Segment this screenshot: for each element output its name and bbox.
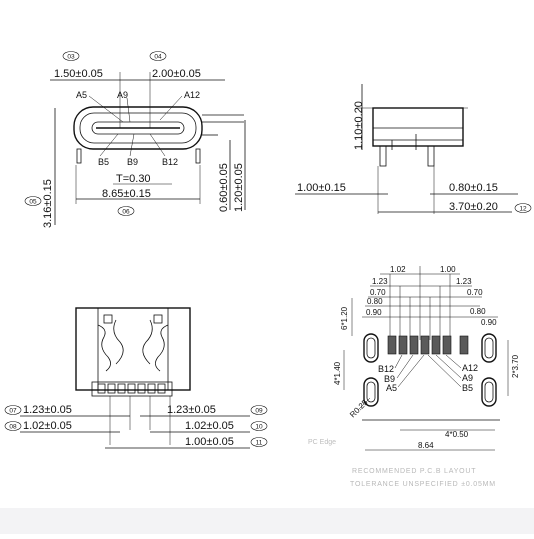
- callout-11: 11: [250, 437, 268, 447]
- pcb-dim-left-2: 0.70: [370, 288, 386, 297]
- dim-right-outer: 1.20±0.05: [233, 163, 245, 212]
- pcb-slot-bottom-right: [481, 377, 497, 407]
- dim-bottom-left-2: 1.02±0.05: [23, 420, 72, 432]
- bottom-leads: [91, 381, 173, 397]
- pcb-pin-label-b9: B9: [384, 374, 395, 384]
- pcb-width: 8.64: [418, 441, 434, 450]
- dim-thickness: T=0.30: [116, 173, 151, 185]
- pcb-pads: [387, 335, 469, 355]
- callout-08: 08: [4, 421, 22, 431]
- callout-07: 07: [4, 405, 22, 415]
- bottom-body: [75, 307, 191, 391]
- pin-label-a9: A9: [117, 90, 128, 100]
- footer-band: [0, 508, 534, 534]
- front-view: 03 04 1.50±0.05 2.00±0.05 A5 A9 A12 B5: [24, 51, 246, 228]
- dim-bottom-left-1: 1.23±0.05: [23, 404, 72, 416]
- pcb-dim-right-0: 1.00: [440, 265, 456, 274]
- connector-shell-inner: [79, 112, 197, 144]
- callout-08-label: 08: [9, 424, 17, 431]
- pcb-pad: [442, 335, 452, 355]
- pcb-layout: 1.02 1.00 1.23 1.23 0.70 0.70 0.80 0.80 …: [308, 265, 520, 488]
- side-view: 1.10±0.20 1.00±0.15 0.80±0.15 3.70±0.20 …: [295, 84, 532, 214]
- dim-bottom-right-1: 1.23±0.05: [167, 404, 216, 416]
- dim-right-inner: 0.60±0.05: [218, 163, 230, 212]
- pcb-slot-bottom-left: [363, 377, 379, 407]
- pcb-pin-label-a12: A12: [462, 363, 478, 373]
- callout-10: 10: [250, 421, 268, 431]
- callout-06: 06: [117, 206, 135, 216]
- leg-right: [195, 148, 201, 164]
- dim-side-right-lead: 0.80±0.15: [449, 182, 498, 194]
- spring-right: [155, 324, 169, 372]
- side-body: [372, 107, 464, 147]
- pcb-pin-label-b5: B5: [462, 383, 473, 393]
- leg-left: [76, 148, 82, 164]
- pcb-note-line1: RECOMMENDED P.C.B LAYOUT: [352, 468, 476, 475]
- pcb-pad: [420, 335, 430, 355]
- pcb-pin-label-a5: A5: [386, 383, 397, 393]
- pin-label-a5: A5: [76, 90, 87, 100]
- callout-04-label: 04: [154, 54, 162, 61]
- pin-label-b12: B12: [162, 157, 178, 167]
- callout-09: 09: [250, 405, 268, 415]
- callout-10-label: 10: [255, 424, 263, 431]
- dim-bottom-right-2: 1.02±0.05: [185, 420, 234, 432]
- tongue: [91, 121, 185, 135]
- pcb-dim-left-3: 0.80: [367, 297, 383, 306]
- pcb-dim-right-1: 1.23: [456, 277, 472, 286]
- pcb-dim-right-3: 0.80: [470, 307, 486, 316]
- connector-shell-outer: [73, 106, 203, 150]
- pcb-pad: [431, 335, 441, 355]
- callout-05-label: 05: [29, 199, 37, 206]
- dim-width-body: 8.65±0.15: [102, 188, 151, 200]
- pcb-pin-label-b12: B12: [378, 364, 394, 374]
- callout-04: 04: [149, 51, 167, 61]
- pcb-slot-top-right: [481, 333, 497, 363]
- callout-03-label: 03: [67, 54, 75, 61]
- pin-label-b5: B5: [98, 157, 109, 167]
- dim-top-right: 2.00±0.05: [152, 68, 201, 80]
- pcb-dim-left-4: 0.90: [366, 308, 382, 317]
- pcb-pitch: 4*0.50: [445, 430, 469, 439]
- callout-06-label: 06: [122, 209, 130, 216]
- dim-top-left: 1.50±0.05: [54, 68, 103, 80]
- pcb-dim-left-0: 1.02: [390, 265, 406, 274]
- dim-side-top-height: 1.10±0.20: [353, 101, 365, 150]
- spring-left: [97, 324, 111, 372]
- pin-label-a12: A12: [184, 90, 200, 100]
- dim-side-total: 3.70±0.20: [449, 201, 498, 213]
- callout-11-label: 11: [256, 440, 263, 447]
- side-lead-right: [427, 145, 435, 167]
- dim-height-total: 3.16±0.15: [42, 179, 54, 228]
- pcb-slot-side: 4*1.40: [333, 361, 342, 385]
- pcb-pin-label-a9: A9: [462, 373, 473, 383]
- pcb-pad: [409, 335, 419, 355]
- callout-07-label: 07: [9, 408, 17, 415]
- pin-label-b9: B9: [127, 157, 138, 167]
- dim-side-left-lead: 1.00±0.15: [297, 182, 346, 194]
- callout-12: 12: [514, 203, 532, 213]
- pcb-pad: [459, 335, 469, 355]
- pcb-slot-right: 2*3.70: [511, 354, 520, 378]
- pcb-dim-left-1: 1.23: [372, 277, 388, 286]
- pcb-dim-right-4: 0.90: [481, 318, 497, 327]
- dim-bottom-right-3: 1.00±0.05: [185, 436, 234, 448]
- pcb-pad: [387, 335, 397, 355]
- pcb-dim-right-2: 0.70: [467, 288, 483, 297]
- pcb-slot-top: 6*1.20: [340, 306, 349, 330]
- pcb-pad: [398, 335, 408, 355]
- pcb-radius: R0.25: [348, 398, 370, 420]
- side-lead-left: [379, 145, 387, 167]
- callout-05: 05: [24, 196, 42, 206]
- pcb-slot-top-left: [363, 333, 379, 363]
- pcb-edge-label: PC Edge: [308, 439, 336, 446]
- callout-09-label: 09: [255, 408, 263, 415]
- bottom-view: 07 1.23±0.05 08 1.02±0.05 1.23±0.05 09 1…: [4, 307, 268, 449]
- callout-12-label: 12: [519, 206, 527, 213]
- callout-03: 03: [62, 51, 80, 61]
- pcb-note-line2: TOLERANCE UNSPECIFIED ±0.05MM: [350, 481, 496, 488]
